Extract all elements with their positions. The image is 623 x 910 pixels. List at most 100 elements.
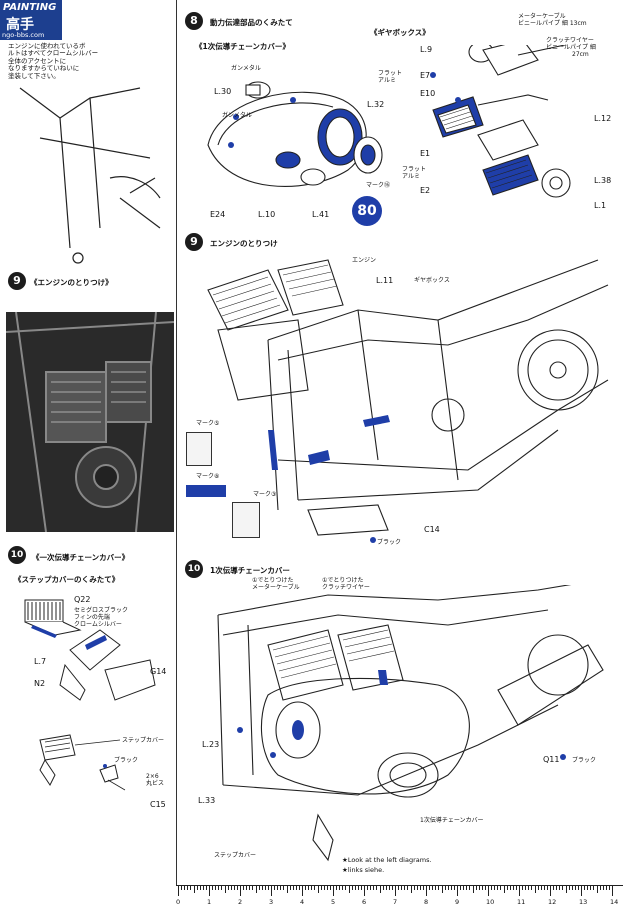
ruler-minor-tick	[193, 886, 195, 893]
ruler-minor-tick	[367, 886, 369, 890]
mark16-label: マーク⑯	[366, 182, 391, 189]
ruler-major-tick	[457, 886, 458, 896]
part-l10: L.10	[258, 210, 276, 219]
engine-bolt-note: エンジンに使われているボ ルトはすべてクロームシルバー 全体のアクセントに なり…	[8, 42, 99, 80]
ruler-minor-tick	[261, 886, 263, 890]
ruler-minor-tick	[429, 886, 431, 890]
part-e2: E2	[420, 186, 431, 195]
ruler-label: 9	[455, 898, 460, 906]
ruler-minor-tick	[559, 886, 561, 890]
ruler-major-tick	[488, 886, 489, 896]
ruler-minor-tick	[453, 886, 455, 890]
part-e7: E7	[420, 71, 431, 80]
ruler-minor-tick	[199, 886, 201, 890]
gunmetal-label-2: ガンメタル	[222, 112, 252, 119]
ruler-minor-tick	[202, 886, 204, 890]
ruler-minor-tick	[286, 886, 288, 893]
ruler-label: 10	[486, 898, 495, 906]
ruler-label: 8	[424, 898, 429, 906]
ruler-label: 5	[331, 898, 336, 906]
ruler-minor-tick	[224, 886, 226, 893]
ruler-minor-tick	[388, 886, 390, 890]
ruler-label: 11	[517, 898, 526, 906]
ruler-minor-tick	[435, 886, 437, 890]
ruler-minor-tick	[336, 886, 338, 890]
mark5-label: マーク⑤	[196, 420, 220, 427]
ruler-major-tick	[550, 886, 551, 896]
ruler-minor-tick	[320, 886, 322, 890]
mark80-badge: 80	[352, 196, 382, 226]
ruler-minor-tick	[280, 886, 282, 890]
ruler-minor-tick	[255, 886, 257, 893]
screw-label: 2×6 丸ビス	[146, 773, 165, 787]
part-l23: L.23	[202, 740, 220, 749]
ruler-minor-tick	[416, 886, 418, 890]
ruler-major-tick	[333, 886, 334, 896]
ruler-minor-tick	[469, 886, 471, 890]
ruler-minor-tick	[546, 886, 548, 890]
ruler-minor-tick	[323, 886, 325, 890]
step9-title: エンジンのとりつけ	[210, 239, 278, 248]
clutch-wire-label: クラッチワイヤー ビニールパイプ 細 27cm	[546, 37, 596, 58]
part-e10: E10	[420, 89, 436, 98]
part-q22: Q22	[74, 595, 91, 604]
ruler-label: 14	[610, 898, 619, 906]
ruler-label: 13	[579, 898, 588, 906]
ruler-minor-tick	[289, 886, 291, 890]
flat-alumi-label-1: フラット アルミ	[378, 70, 403, 84]
ruler-minor-tick	[212, 886, 214, 890]
ruler-major-tick	[519, 886, 520, 896]
ruler-minor-tick	[354, 886, 356, 890]
part-g14: G14	[150, 667, 167, 676]
ruler-minor-tick	[277, 886, 279, 890]
part-c15: C15	[150, 800, 166, 809]
ruler-minor-tick	[475, 886, 477, 890]
meter-cable-label: メーターケーブル ビニールパイプ 細 13cm	[518, 13, 587, 27]
ruler-minor-tick	[215, 886, 217, 890]
ruler-minor-tick	[438, 886, 440, 890]
ruler-minor-tick	[478, 886, 480, 890]
ruler-minor-tick	[444, 886, 446, 890]
ruler-minor-tick	[515, 886, 517, 890]
step8-sub-right: 《ギヤボックス》	[370, 28, 430, 37]
part-e1: E1	[420, 149, 431, 158]
ruler-minor-tick	[283, 886, 285, 890]
ruler-minor-tick	[305, 886, 307, 890]
ruler-minor-tick	[494, 886, 496, 890]
part-q11: Q11	[543, 755, 560, 764]
ruler-minor-tick	[184, 886, 186, 890]
ruler-major-tick	[302, 886, 303, 896]
ruler-minor-tick	[565, 886, 567, 893]
ruler-minor-tick	[292, 886, 294, 890]
ruler-minor-tick	[525, 886, 527, 890]
step-cover-sub-diagram	[39, 734, 126, 791]
ruler-minor-tick	[373, 886, 375, 890]
ruler-major-tick	[178, 886, 179, 896]
meter-cable-note: ①でとりつけた メーターケーブル	[252, 577, 300, 591]
ruler-minor-tick	[571, 886, 573, 890]
clutch-wire-note: ①でとりつけた クラッチワイヤー	[322, 577, 370, 591]
ruler-minor-tick	[230, 886, 232, 890]
part-e24: E24	[210, 210, 226, 219]
part-l32: L.32	[367, 100, 385, 109]
step10-frame-diagram	[217, 585, 604, 862]
logo-chinese: 高手	[6, 17, 34, 33]
frame-bolt-diagram	[19, 87, 161, 264]
ruler-minor-tick	[447, 886, 449, 890]
part-l38: L.38	[594, 176, 612, 185]
ruler-major-tick	[426, 886, 427, 896]
ruler-minor-tick	[574, 886, 576, 890]
ruler-minor-tick	[543, 886, 545, 890]
part-l41: L.41	[312, 210, 330, 219]
mark8-label: マーク⑧	[196, 473, 220, 480]
ruler-minor-tick	[357, 886, 359, 890]
ruler-label: 6	[362, 898, 367, 906]
ruler-minor-tick	[450, 886, 452, 890]
ruler-minor-tick	[512, 886, 514, 890]
ruler-minor-tick	[391, 886, 393, 890]
ruler-minor-tick	[509, 886, 511, 890]
step9-black-label: ブラック	[377, 539, 402, 546]
ruler-minor-tick	[562, 886, 564, 890]
ruler-minor-tick	[472, 886, 474, 893]
ruler-minor-tick	[314, 886, 316, 890]
